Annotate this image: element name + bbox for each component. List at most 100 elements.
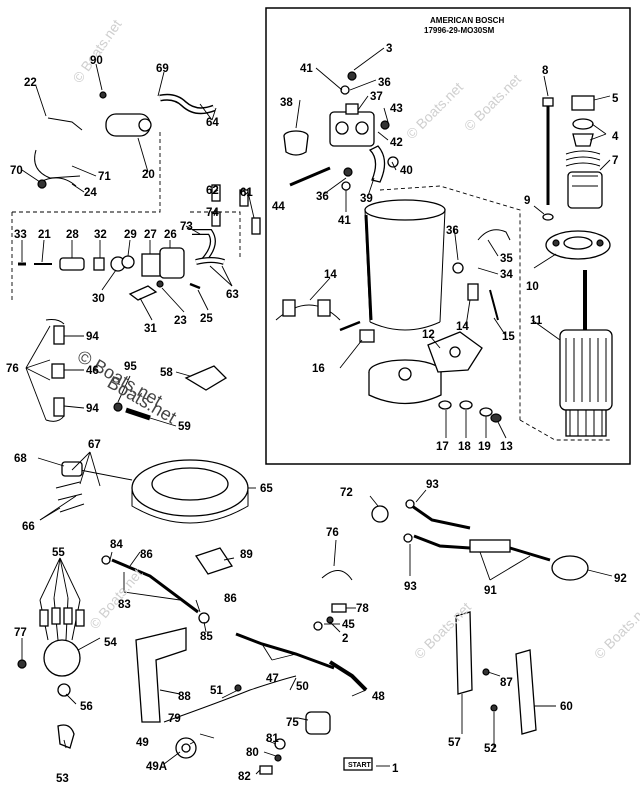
assembly-guide-line-2 bbox=[519, 419, 612, 441]
callout-41a: 41 bbox=[300, 63, 313, 75]
callout-34: 34 bbox=[500, 269, 513, 281]
callout-17: 17 bbox=[436, 441, 449, 453]
drive-stack-part bbox=[565, 95, 603, 209]
screw-part-82 bbox=[259, 765, 273, 775]
callout-12: 12 bbox=[422, 329, 435, 341]
cable-part-83 bbox=[111, 558, 199, 614]
plug-part-92 bbox=[551, 555, 589, 581]
buzzer-part-54 bbox=[43, 639, 81, 677]
callout-54: 54 bbox=[104, 637, 117, 649]
end-frame-part bbox=[368, 359, 442, 405]
bracket-part-88 bbox=[135, 627, 187, 723]
lead-part-22 bbox=[47, 117, 83, 131]
wire-part-71 bbox=[34, 149, 81, 179]
clip-part-76 bbox=[321, 570, 353, 581]
callout-75: 75 bbox=[286, 717, 299, 729]
callout-67: 67 bbox=[88, 439, 101, 451]
callout-76a: 76 bbox=[6, 363, 19, 375]
callout-63: 63 bbox=[226, 289, 239, 301]
washer-part-36a bbox=[340, 85, 350, 95]
upper-left-parts bbox=[11, 91, 261, 301]
callout-49: 49 bbox=[136, 737, 149, 749]
fitting-part-74 bbox=[211, 211, 221, 227]
screw-part-77 bbox=[17, 659, 27, 669]
callout-23: 23 bbox=[174, 315, 187, 327]
callout-42: 42 bbox=[390, 137, 403, 149]
watermark-3: © Boats.net bbox=[461, 71, 524, 134]
nut-part-13 bbox=[490, 413, 502, 423]
watermark-1: © Boats.net bbox=[69, 16, 124, 85]
brush-part-14b bbox=[467, 283, 479, 301]
end-cap-part bbox=[545, 230, 611, 260]
start-tag-text: START bbox=[348, 762, 372, 769]
callout-40: 40 bbox=[400, 165, 413, 177]
callout-61: 61 bbox=[240, 187, 253, 199]
callout-94b: 94 bbox=[86, 403, 99, 415]
washer-part-9 bbox=[542, 213, 554, 221]
solenoid-part bbox=[329, 103, 375, 147]
callout-51: 51 bbox=[210, 685, 223, 697]
brush-part-b bbox=[317, 299, 331, 317]
callout-59: 59 bbox=[178, 421, 191, 433]
sensor-part-59 bbox=[125, 407, 151, 421]
guide-line-upper-left bbox=[12, 132, 161, 213]
callout-25: 25 bbox=[200, 313, 213, 325]
callout-79: 79 bbox=[168, 713, 181, 725]
cover-part-60 bbox=[515, 649, 537, 735]
lead-part-48 bbox=[328, 660, 368, 692]
callout-64: 64 bbox=[206, 117, 219, 129]
callout-36c: 36 bbox=[446, 225, 459, 237]
callout-93a: 93 bbox=[426, 479, 439, 491]
callout-3: 3 bbox=[386, 43, 392, 55]
callout-78: 78 bbox=[356, 603, 369, 615]
inset-model-code: 17996-29-MO30SM bbox=[424, 26, 495, 35]
callout-87: 87 bbox=[500, 677, 513, 689]
washer-part-23 bbox=[156, 280, 164, 288]
nut-part-40 bbox=[387, 156, 399, 168]
callout-88: 88 bbox=[178, 691, 191, 703]
callout-36b: 36 bbox=[316, 191, 329, 203]
callout-70: 70 bbox=[10, 165, 23, 177]
harness-part-50 bbox=[163, 675, 297, 723]
callout-16: 16 bbox=[312, 363, 325, 375]
screw-part-90 bbox=[99, 91, 107, 99]
callout-26: 26 bbox=[164, 229, 177, 241]
nut-part-36 bbox=[343, 167, 353, 177]
clamp-part-53 bbox=[57, 724, 75, 749]
screw-part-25 bbox=[189, 282, 201, 290]
callout-10: 10 bbox=[526, 281, 539, 293]
field-frame-part bbox=[364, 199, 446, 331]
fitting-part-62 bbox=[211, 184, 221, 202]
callout-32: 32 bbox=[94, 229, 107, 241]
callout-7: 7 bbox=[612, 155, 618, 167]
nut-part-45 bbox=[326, 616, 334, 624]
strip-part-57 bbox=[455, 611, 473, 695]
callout-89: 89 bbox=[240, 549, 253, 561]
callout-36a: 36 bbox=[378, 77, 391, 89]
callout-44: 44 bbox=[272, 201, 285, 213]
boot-part bbox=[283, 130, 309, 156]
screw-part-78 bbox=[331, 603, 347, 613]
callout-80: 80 bbox=[246, 747, 259, 759]
callout-22: 22 bbox=[24, 77, 37, 89]
terminal-part-51 bbox=[234, 684, 242, 692]
nut-part-95 bbox=[113, 402, 123, 412]
bracket-part-31 bbox=[128, 285, 158, 301]
washer-part-41 bbox=[341, 181, 351, 191]
callout-31: 31 bbox=[144, 323, 157, 335]
fitting-part-61b bbox=[251, 217, 261, 235]
fitting-part-61a bbox=[239, 189, 249, 207]
callout-8: 8 bbox=[542, 65, 549, 77]
callout-68: 68 bbox=[14, 453, 27, 465]
callout-57: 57 bbox=[448, 737, 461, 749]
callout-60: 60 bbox=[560, 701, 573, 713]
callout-1: 1 bbox=[392, 763, 399, 775]
starter-motor-inset: AMERICAN BOSCH 17996-29-MO30SM bbox=[265, 7, 631, 465]
callout-9: 9 bbox=[524, 195, 530, 207]
start-tag-part bbox=[343, 757, 373, 771]
callout-43: 43 bbox=[390, 103, 403, 115]
callout-39: 39 bbox=[360, 193, 373, 205]
screw-part-52 bbox=[490, 704, 498, 712]
bracket-part-58 bbox=[184, 365, 228, 391]
